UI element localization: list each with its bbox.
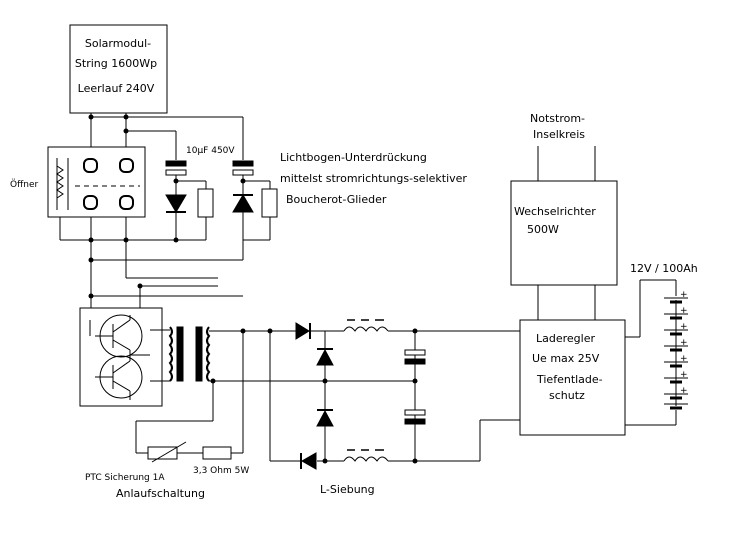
svg-text:+: + <box>680 306 688 316</box>
charge-controller-box <box>519 319 626 436</box>
solar-module-box <box>69 24 168 114</box>
inverter-box <box>510 180 618 286</box>
svg-text:+: + <box>680 354 688 364</box>
rectifier-diodes <box>295 322 334 470</box>
inverter-label-2: 500W <box>527 223 559 236</box>
transformer <box>162 326 211 382</box>
boucherot-branch-1 <box>165 160 214 240</box>
svg-text:+: + <box>680 322 688 332</box>
svg-text:+: + <box>680 370 688 380</box>
capacitor-label: 10µF 450V <box>186 146 235 156</box>
junction-dots <box>88 114 418 464</box>
arc-label-3: Boucherot-Glieder <box>286 193 387 206</box>
inductors <box>343 319 389 462</box>
arc-label-2: mittelst stromrichtungs-selektiver <box>280 172 467 185</box>
charger-label-1: Laderegler <box>536 332 595 345</box>
solar-label-1: Solarmodul- <box>85 37 151 50</box>
transistors <box>89 314 162 400</box>
battery-cells <box>664 297 688 410</box>
notstrom-label-2: Inselkreis <box>533 128 585 141</box>
startup-resistor <box>202 446 232 460</box>
ptc-fuse <box>147 441 187 463</box>
arc-label-1: Lichtbogen-Unterdrückung <box>280 151 427 164</box>
inverter-wires <box>537 146 596 320</box>
oeffner-label: Öffner <box>10 179 39 190</box>
secondary-wires <box>135 330 520 462</box>
solar-label-2: String 1600Wp <box>75 57 157 70</box>
relay-contacts <box>83 158 134 210</box>
svg-text:+: + <box>680 386 688 396</box>
charger-label-2: Ue max 25V <box>532 352 600 365</box>
battery-wires <box>625 279 677 426</box>
svg-text:+: + <box>680 290 688 300</box>
battery-label: 12V / 100Ah <box>630 262 698 275</box>
startup-label: Anlaufschaltung <box>116 487 205 500</box>
filter-capacitors <box>404 349 426 425</box>
charger-label-4: schutz <box>549 389 585 402</box>
boucherot-branch-2 <box>232 160 278 260</box>
notstrom-label-1: Notstrom- <box>530 112 585 125</box>
charger-label-3: Tiefentlade- <box>536 373 603 386</box>
solar-label-3: Leerlauf 240V <box>78 82 155 95</box>
solar-wires <box>90 113 244 308</box>
resistor-label: 3,3 Ohm 5W <box>193 466 249 476</box>
inverter-label-1: Wechselrichter <box>514 205 596 218</box>
svg-text:+: + <box>680 338 688 348</box>
lfilter-label: L-Siebung <box>320 483 375 496</box>
battery-plus-signs: + + + + + + + <box>680 290 688 396</box>
ptc-label: PTC Sicherung 1A <box>85 473 165 483</box>
